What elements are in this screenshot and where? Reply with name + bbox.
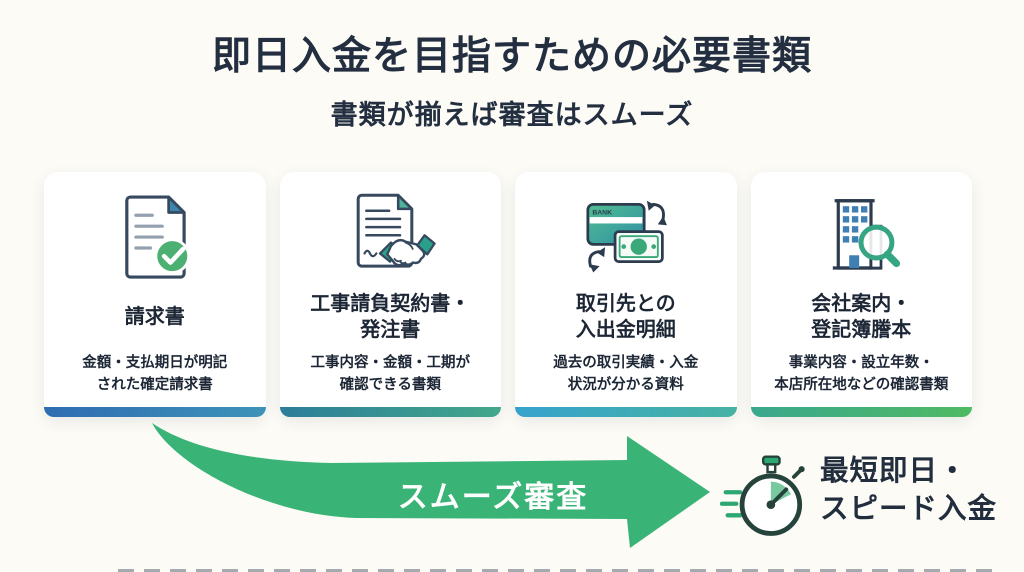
stopwatch-icon — [719, 448, 816, 548]
card-accent-strip — [515, 407, 737, 417]
card-description: 金額・支払期日が明記 された確定請求書 — [82, 355, 228, 394]
card-description: 工事内容・金額・工期が 確認できる書類 — [310, 355, 471, 394]
card-company-registry: 会社案内・ 登記簿謄本 事業内容・設立年数・ 本店所在地などの確認書類 — [750, 172, 972, 417]
card-accent-strip — [279, 407, 501, 417]
document-cards-row: 請求書 金額・支払期日が明記 された確定請求書 — [44, 172, 972, 417]
card-contract: 工事請負契約書・ 発注書 工事内容・金額・工期が 確認できる書類 — [279, 172, 501, 417]
card-title: 工事請負契約書・ 発注書 — [310, 293, 471, 341]
card-title: 請求書 — [124, 306, 185, 329]
result-text: 最短即日・ スピード入金 — [820, 455, 998, 526]
contract-handshake-icon — [340, 186, 440, 290]
invoice-check-icon — [105, 186, 205, 290]
page-subtitle: 書類が揃えば審査はスムーズ — [330, 99, 694, 130]
building-magnifier-icon — [811, 186, 911, 290]
card-title: 会社案内・ 登記簿謄本 — [811, 293, 912, 341]
header: 即日入金を目指すための必要書類 書類が揃えば審査はスムーズ — [0, 34, 1024, 132]
card-title: 取引先との 入出金明細 — [575, 293, 676, 341]
cropped-bottom-text-artifact — [118, 569, 996, 572]
arrow-label: スムーズ審査 — [397, 481, 589, 514]
page-title: 即日入金を目指すための必要書類 — [211, 35, 812, 78]
bank-card-money-icon: BANK — [574, 186, 678, 290]
card-accent-strip — [750, 407, 972, 417]
smooth-review-arrow — [152, 423, 710, 548]
card-bank-statement: BANK — [515, 172, 737, 417]
card-description: 事業内容・設立年数・ 本店所在地などの確認書類 — [774, 355, 949, 394]
svg-text:BANK: BANK — [592, 209, 612, 216]
card-accent-strip — [44, 407, 266, 417]
card-description: 過去の取引実績・入金 状況が分かる資料 — [553, 355, 699, 394]
card-invoice: 請求書 金額・支払期日が明記 された確定請求書 — [44, 172, 266, 417]
